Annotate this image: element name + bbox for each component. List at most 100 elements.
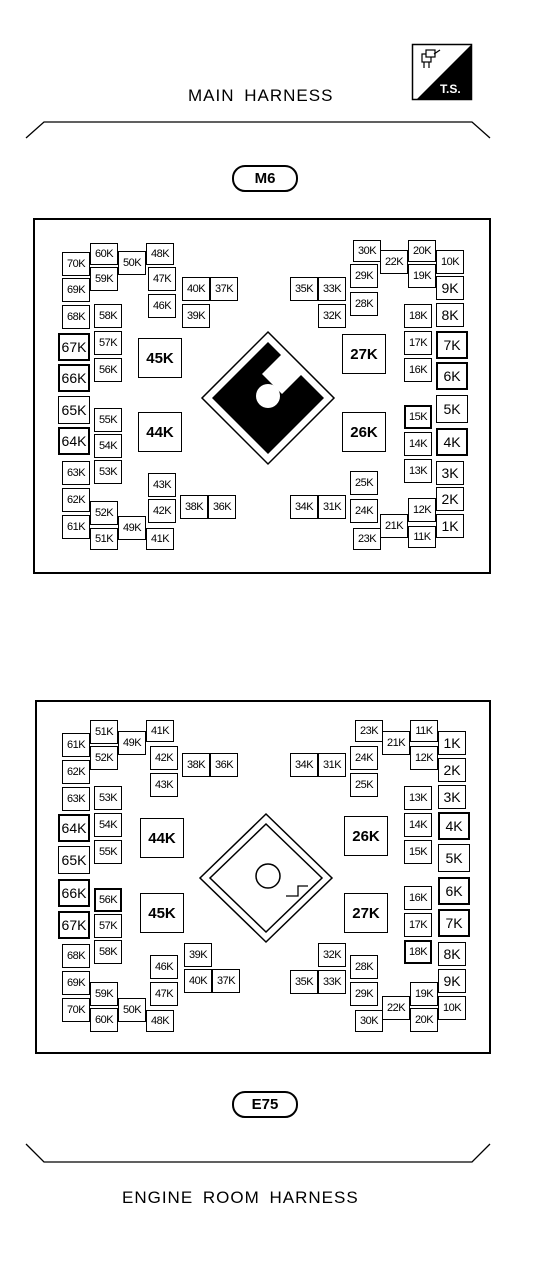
terminal-cell-17k: 17K bbox=[404, 331, 432, 355]
terminal-cell-12k: 12K bbox=[410, 746, 438, 770]
terminal-cell-25k: 25K bbox=[350, 773, 378, 797]
terminal-cell-30k: 30K bbox=[355, 1010, 383, 1032]
terminal-cell-39k: 39K bbox=[184, 943, 212, 967]
terminal-cell-60k: 60K bbox=[90, 243, 118, 265]
terminal-cell-67k: 67K bbox=[58, 911, 90, 939]
terminal-cell-34k: 34K bbox=[290, 495, 318, 519]
terminal-cell-34k: 34K bbox=[290, 753, 318, 777]
terminal-cell-39k: 39K bbox=[182, 304, 210, 328]
terminal-cell-46k: 46K bbox=[150, 955, 178, 979]
engine-room-harness-title: ENGINE ROOM HARNESS bbox=[122, 1188, 359, 1207]
terminal-cell-70k: 70K bbox=[62, 252, 90, 276]
terminal-cell-57k: 57K bbox=[94, 914, 122, 938]
terminal-cell-1k: 1K bbox=[438, 731, 466, 755]
terminal-cell-56k: 56K bbox=[94, 358, 122, 382]
terminal-cell-47k: 47K bbox=[148, 267, 176, 291]
terminal-cell-1k: 1K bbox=[436, 514, 464, 538]
terminal-cell-61k: 61K bbox=[62, 515, 90, 539]
terminal-cell-18k: 18K bbox=[404, 304, 432, 328]
terminal-cell-60k: 60K bbox=[90, 1008, 118, 1032]
terminal-cell-6k: 6K bbox=[438, 877, 470, 905]
terminal-cell-21k: 21K bbox=[382, 731, 410, 755]
terminal-cell-20k: 20K bbox=[408, 240, 436, 262]
terminal-cell-8k: 8K bbox=[436, 303, 464, 327]
terminal-cell-63k: 63K bbox=[62, 461, 90, 485]
terminal-cell-40k: 40K bbox=[182, 277, 210, 301]
test-symbol-icon: T.S. bbox=[411, 43, 473, 101]
terminal-cell-41k: 41K bbox=[146, 528, 174, 550]
terminal-cell-69k: 69K bbox=[62, 278, 90, 302]
terminal-cell-65k: 65K bbox=[58, 396, 90, 424]
terminal-cell-22k: 22K bbox=[380, 250, 408, 274]
terminal-cell-58k: 58K bbox=[94, 304, 122, 328]
terminal-cell-23k: 23K bbox=[353, 528, 381, 550]
terminal-cell-24k: 24K bbox=[350, 746, 378, 770]
terminal-cell-3k: 3K bbox=[436, 461, 464, 485]
terminal-cell-44k: 44K bbox=[138, 412, 182, 452]
terminal-cell-70k: 70K bbox=[62, 998, 90, 1022]
terminal-cell-50k: 50K bbox=[118, 251, 146, 275]
terminal-cell-62k: 62K bbox=[62, 760, 90, 784]
terminal-cell-49k: 49K bbox=[118, 516, 146, 540]
terminal-cell-42k: 42K bbox=[148, 499, 176, 523]
terminal-cell-54k: 54K bbox=[94, 434, 122, 458]
terminal-cell-47k: 47K bbox=[150, 982, 178, 1006]
terminal-cell-33k: 33K bbox=[318, 277, 346, 301]
terminal-cell-26k: 26K bbox=[342, 412, 386, 452]
terminal-cell-18k: 18K bbox=[404, 940, 432, 964]
terminal-cell-28k: 28K bbox=[350, 955, 378, 979]
terminal-cell-17k: 17K bbox=[404, 913, 432, 937]
top-separator bbox=[25, 121, 491, 139]
terminal-cell-33k: 33K bbox=[318, 970, 346, 994]
terminal-cell-43k: 43K bbox=[148, 473, 176, 497]
terminal-cell-9k: 9K bbox=[438, 969, 466, 993]
terminal-cell-38k: 38K bbox=[182, 753, 210, 777]
connector-badge-e75: E75 bbox=[232, 1091, 298, 1118]
terminal-cell-10k: 10K bbox=[436, 250, 464, 274]
terminal-cell-13k: 13K bbox=[404, 786, 432, 810]
terminal-cell-63k: 63K bbox=[62, 787, 90, 811]
terminal-cell-36k: 36K bbox=[210, 753, 238, 777]
terminal-cell-53k: 53K bbox=[94, 786, 122, 810]
terminal-cell-6k: 6K bbox=[436, 362, 468, 390]
terminal-cell-2k: 2K bbox=[436, 487, 464, 511]
terminal-cell-28k: 28K bbox=[350, 292, 378, 316]
terminal-cell-21k: 21K bbox=[380, 514, 408, 538]
terminal-cell-8k: 8K bbox=[438, 942, 466, 966]
terminal-cell-69k: 69K bbox=[62, 971, 90, 995]
terminal-cell-2k: 2K bbox=[438, 758, 466, 782]
terminal-cell-42k: 42K bbox=[150, 746, 178, 770]
terminal-cell-14k: 14K bbox=[404, 432, 432, 456]
terminal-cell-55k: 55K bbox=[94, 408, 122, 432]
terminal-cell-16k: 16K bbox=[404, 358, 432, 382]
terminal-cell-3k: 3K bbox=[438, 785, 466, 809]
terminal-cell-31k: 31K bbox=[318, 753, 346, 777]
terminal-cell-59k: 59K bbox=[90, 267, 118, 291]
terminal-cell-51k: 51K bbox=[90, 720, 118, 744]
terminal-cell-45k: 45K bbox=[140, 893, 184, 933]
terminal-cell-62k: 62K bbox=[62, 488, 90, 512]
terminal-cell-26k: 26K bbox=[344, 816, 388, 856]
terminal-cell-29k: 29K bbox=[350, 982, 378, 1006]
terminal-cell-52k: 52K bbox=[90, 501, 118, 525]
terminal-cell-37k: 37K bbox=[210, 277, 238, 301]
terminal-cell-19k: 19K bbox=[408, 264, 436, 288]
terminal-cell-53k: 53K bbox=[94, 460, 122, 484]
terminal-cell-45k: 45K bbox=[138, 338, 182, 378]
terminal-cell-11k: 11K bbox=[410, 720, 438, 742]
terminal-cell-32k: 32K bbox=[318, 304, 346, 328]
terminal-cell-20k: 20K bbox=[410, 1008, 438, 1032]
terminal-cell-13k: 13K bbox=[404, 459, 432, 483]
terminal-cell-11k: 11K bbox=[408, 526, 436, 548]
terminal-cell-36k: 36K bbox=[208, 495, 236, 519]
terminal-cell-56k: 56K bbox=[94, 888, 122, 912]
terminal-cell-55k: 55K bbox=[94, 840, 122, 864]
terminal-cell-44k: 44K bbox=[140, 818, 184, 858]
terminal-cell-68k: 68K bbox=[62, 944, 90, 968]
terminal-cell-22k: 22K bbox=[382, 996, 410, 1020]
terminal-cell-4k: 4K bbox=[436, 428, 468, 456]
main-harness-title: MAIN HARNESS bbox=[188, 86, 334, 105]
terminal-cell-38k: 38K bbox=[180, 495, 208, 519]
terminal-cell-49k: 49K bbox=[118, 731, 146, 755]
terminal-cell-43k: 43K bbox=[150, 773, 178, 797]
